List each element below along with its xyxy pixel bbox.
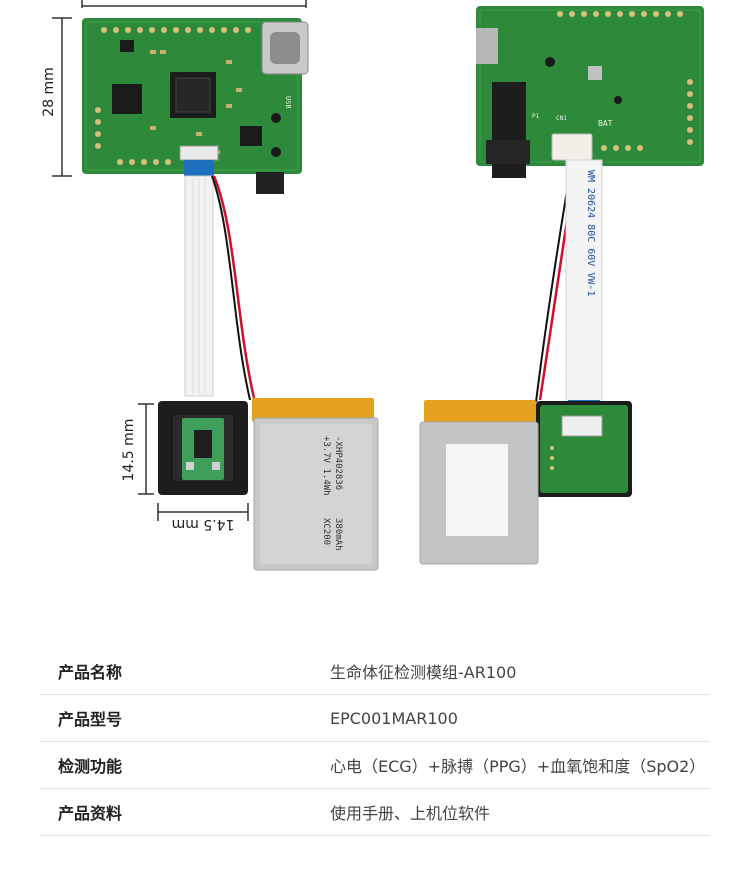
spec-value: EPC001MAR100 — [330, 708, 458, 728]
bat-label: BAT — [598, 119, 613, 128]
dimension-28mm: 28 mm — [41, 0, 307, 177]
dimension-14-5mm-horizontal: 14.5 mm — [157, 503, 249, 532]
spec-label: 产品名称 — [58, 663, 123, 682]
flat-cable-right: WM 20624 80C 60V VW-1 — [565, 159, 603, 416]
spec-table: 产品名称 生命体征检测模组-AR100 产品型号 EPC001MAR100 检测… — [40, 648, 710, 836]
main-pcb-left: USB — [82, 18, 309, 194]
sensor-module-left — [158, 401, 248, 495]
main-pcb-right: BAT CN1 P1 — [476, 6, 704, 178]
dim-14-5mm-side-label: 14.5 mm — [121, 419, 137, 482]
product-photo: 28 mm USB — [41, 0, 704, 571]
spec-value: 生命体征检测模组-AR100 — [330, 663, 517, 682]
battery-model-text: -XHP402836 — [333, 436, 343, 490]
dim-14-5mm-bottom-label: 14.5 mm — [172, 516, 235, 532]
sensor-module-right — [536, 401, 632, 497]
spec-value: 心电（ECG）+脉搏（PPG）+血氧饱和度（SpO2） — [330, 757, 706, 776]
dim-28mm-label: 28 mm — [41, 67, 57, 117]
spec-value: 使用手册、上机位软件 — [330, 804, 491, 823]
red-wire-left — [212, 175, 256, 399]
battery-left: -XHP402836 +3.7V 1.4Wh 380mAh XC200 — [252, 398, 379, 571]
battery-capacity-text: 380mAh — [333, 518, 343, 551]
p1-label: P1 — [532, 113, 540, 120]
spec-row-model: 产品型号 EPC001MAR100 — [40, 695, 710, 742]
dimension-14-5mm-vertical: 14.5 mm — [121, 403, 154, 495]
spec-label: 产品型号 — [58, 710, 123, 729]
flat-cable-left — [184, 160, 214, 397]
cn1-label: CN1 — [556, 115, 567, 122]
battery-right — [419, 400, 539, 565]
spec-label: 产品资料 — [58, 804, 123, 823]
usb-label: USB — [284, 96, 292, 109]
battery-code-text: XC200 — [321, 518, 331, 545]
spec-label: 检测功能 — [58, 757, 123, 776]
spec-row-functions: 检测功能 心电（ECG）+脉搏（PPG）+血氧饱和度（SpO2） — [40, 742, 710, 789]
spec-row-documents: 产品资料 使用手册、上机位软件 — [40, 789, 710, 836]
spec-row-product-name: 产品名称 生命体征检测模组-AR100 — [40, 648, 710, 695]
cable-print-text: WM 20624 80C 60V VW-1 — [585, 170, 596, 296]
battery-spec-text: +3.7V 1.4Wh — [321, 436, 331, 496]
